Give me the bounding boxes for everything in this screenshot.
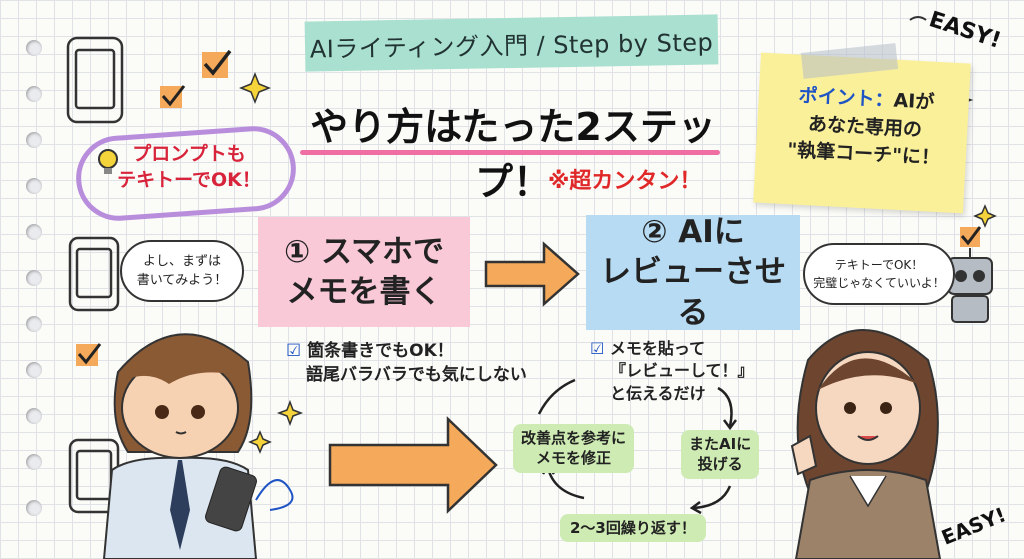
step2-line1: ② AIに	[641, 214, 745, 251]
checkmark-icon	[960, 226, 982, 247]
woman-speech-line2: 完璧じゃなくていいよ！	[813, 276, 945, 290]
notebook-hole	[26, 454, 42, 470]
notebook-hole	[26, 270, 42, 286]
notebook-hole	[26, 132, 42, 148]
robot-icon	[947, 248, 993, 323]
notebook-hole	[26, 316, 42, 332]
arrow-right-icon	[484, 241, 580, 307]
notebook-hole	[26, 40, 42, 56]
prompt-badge: プロンプトも テキトーでOK！	[104, 142, 274, 193]
cycle-item-send-again: またAIに 投げる	[681, 430, 760, 479]
boy-speech-line1: よし、まずは	[142, 253, 221, 269]
cycle-item3-line1: 改善点を参考に	[521, 429, 627, 447]
notebook-hole	[26, 86, 42, 102]
step1-checklist: ☑ 箇条書きでもOK！ 語尾バラバラでも気にしない	[286, 340, 527, 388]
boy-speech-bubble: よし、まずは 書いてみよう！	[120, 240, 244, 302]
point-label: ポイント：	[798, 84, 895, 112]
cycle-item1-line3: と伝えるだけ	[610, 383, 706, 403]
notebook-hole	[26, 178, 42, 194]
step1-line2: メモを書く	[286, 274, 442, 310]
step1-line1: ① スマホで	[283, 233, 445, 270]
cycle-repeat: 2〜3回繰り返す！	[560, 514, 706, 543]
sticky-note-text: ポイント：AIが あなた専用の "執筆コーチ"に！	[768, 81, 962, 173]
woman-speech-bubble: テキトーでOK！ 完璧じゃなくていいよ！	[803, 243, 955, 305]
step1-box: ① スマホで メモを書く	[258, 217, 470, 327]
notebook-hole	[26, 408, 42, 424]
step1-check-line1: 箇条書きでもOK！	[307, 341, 454, 361]
arrow-right-icon	[328, 416, 498, 514]
cycle-item1-line1: メモを貼って	[609, 339, 706, 358]
boy-character	[102, 333, 258, 559]
step2-box: ② AIに レビューさせる	[586, 214, 800, 331]
notebook-hole	[26, 500, 42, 516]
phone-icon	[68, 236, 120, 312]
notebook-hole	[26, 224, 42, 240]
notebook-hole	[26, 362, 42, 378]
checkmark-icon	[202, 49, 232, 78]
note-line1: AIが	[892, 89, 935, 114]
header-tape-label: AIライティング入門 / Step by Step	[309, 27, 714, 64]
checkbox-icon: ☑	[286, 341, 302, 361]
cycle-item-revise: 改善点を参考に メモを修正	[513, 424, 635, 473]
checkmark-icon	[76, 343, 102, 366]
cycle-item3-line2: メモを修正	[536, 449, 612, 468]
page-subtitle: ※超カンタン！	[548, 169, 702, 194]
page-title: やり方はたった2ステップ！	[310, 105, 716, 204]
woman-speech-line1: テキトーでOK！	[834, 258, 924, 272]
lightbulb-icon	[98, 149, 118, 174]
checkbox-icon: ☑	[590, 339, 605, 358]
prompt-badge-line2: テキトーでOK！	[117, 168, 261, 191]
title-underline	[300, 150, 720, 155]
cycle-item1-line2: 『レビューして！』	[610, 361, 754, 381]
checkmark-icon	[160, 85, 186, 108]
boy-speech-line2: 書いてみよう！	[136, 273, 228, 288]
cycle-item-paste: ☑ メモを貼って 『レビューして！』 と伝えるだけ	[590, 338, 754, 405]
cycle-item2-line1: またAIに	[689, 435, 752, 453]
cycle-item2-line2: 投げる	[697, 455, 743, 474]
header-tape: AIライティング入門 / Step by Step	[304, 14, 719, 72]
step1-check-line2: 語尾バラバラでも気にしない	[306, 364, 527, 385]
prompt-badge-line1: プロンプトも	[132, 143, 246, 165]
woman-character	[790, 329, 942, 559]
phone-icon	[66, 36, 124, 124]
cycle-arrow-icon	[537, 378, 737, 515]
step2-line2: レビューさせる	[600, 254, 786, 331]
